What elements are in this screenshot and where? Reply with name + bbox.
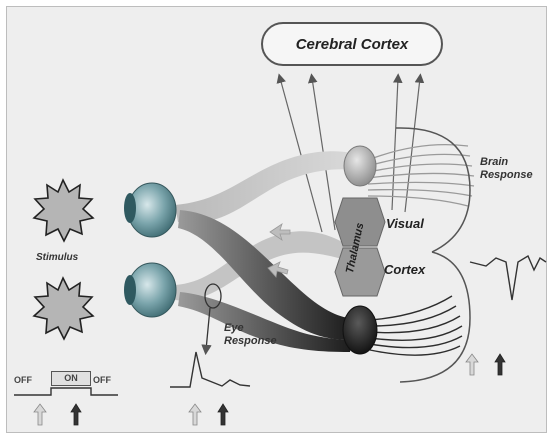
off-marker-arrow-light (34, 404, 46, 425)
stimulus-marker-arrows (34, 354, 505, 425)
off-label-left: OFF (14, 375, 32, 385)
brain-marker-arrow-dark (495, 354, 505, 375)
on-off-indicator: OFF ON OFF (14, 372, 116, 388)
eye-lower (124, 263, 176, 317)
eye-response-label: Eye Response (224, 322, 277, 348)
cerebral-cortex-label: Cerebral Cortex (296, 36, 409, 53)
brain-response-label: Brain Response (480, 156, 533, 182)
brain-response-trace (470, 256, 546, 300)
eye-marker-arrow-dark (218, 404, 228, 425)
upper-radiation-lines (368, 145, 474, 206)
eye-response-trace (170, 352, 250, 387)
lower-radiation-lines (370, 296, 462, 355)
off-label-right: OFF (93, 375, 111, 385)
on-label: ON (51, 371, 91, 386)
eye-upper (124, 183, 176, 237)
on-marker-arrow-dark (71, 404, 81, 425)
cortex-side-label: Cortex (384, 262, 425, 277)
brain-marker-arrow-light (466, 354, 478, 375)
visual-label: Visual (386, 216, 424, 231)
cerebral-cortex-box: Cerebral Cortex (261, 22, 443, 66)
on-off-timeline (14, 388, 118, 395)
stimulus-label: Stimulus (36, 252, 78, 263)
stimulus-starburst-lower (34, 278, 93, 339)
stimulus-starburst-upper (34, 180, 93, 241)
eye-marker-arrow-light (189, 404, 201, 425)
